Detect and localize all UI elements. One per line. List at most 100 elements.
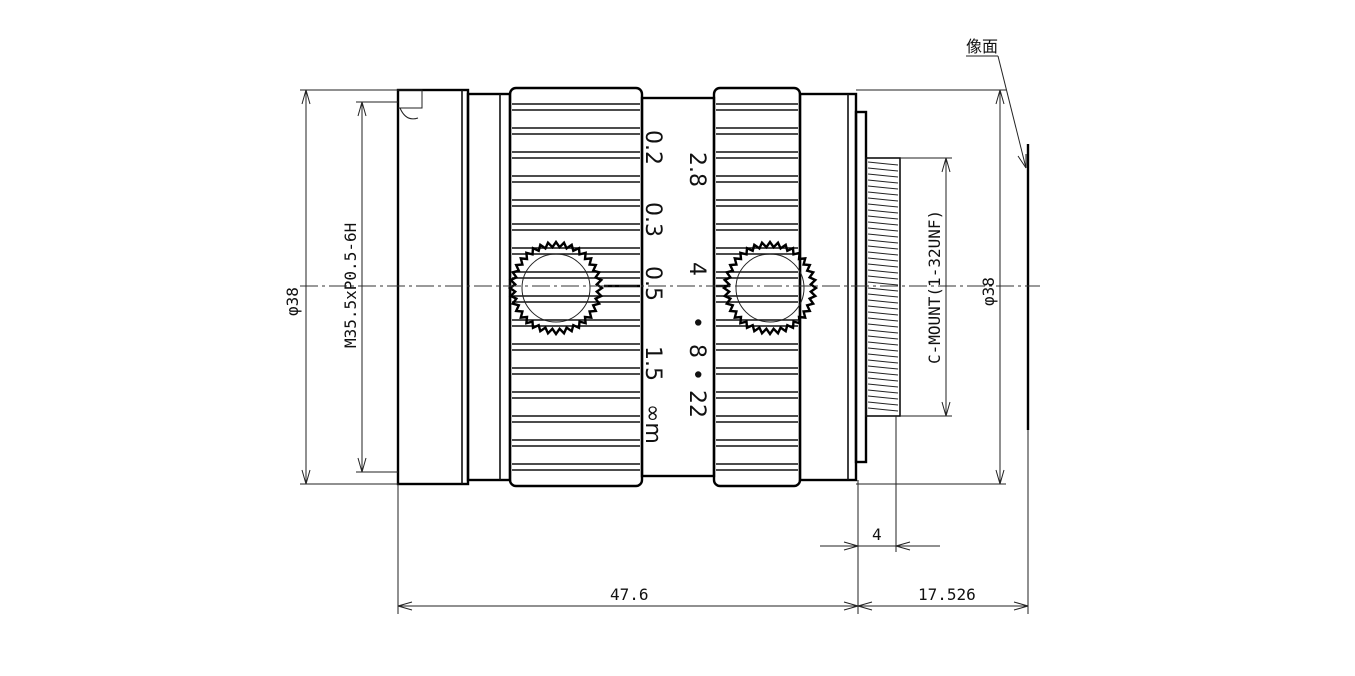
thread-line: [867, 401, 899, 406]
front-barrel: [396, 88, 470, 486]
thread-line: [867, 287, 899, 292]
filter-thread-label: M35.5xP0.5-6H: [341, 223, 360, 348]
focus-scale: 0.2 0.3 0.5 1.5 ∞m: [640, 130, 665, 444]
ring-groove: [716, 103, 798, 111]
ring-groove: [512, 175, 640, 183]
ring-groove: [512, 463, 640, 471]
aperture-scale-mark: 22: [684, 390, 709, 418]
focus-scale-mark: 0.5: [640, 266, 665, 301]
thread-line: [867, 233, 899, 238]
thread-line: [867, 203, 899, 208]
thread-line: [867, 227, 899, 232]
ring-groove: [512, 127, 640, 135]
thread-line: [867, 197, 899, 202]
thread-line: [867, 245, 899, 250]
thread-line: [867, 305, 899, 310]
thread-line: [867, 215, 899, 220]
ring-groove: [512, 415, 640, 423]
aperture-scale-mark: 4: [684, 262, 709, 276]
ring-groove: [512, 439, 640, 447]
ring-groove: [716, 295, 798, 303]
thread-line: [867, 377, 899, 382]
mount-thread-label: C-MOUNT(1-32UNF): [925, 210, 944, 364]
ring-groove: [716, 199, 798, 207]
thread-line: [867, 167, 899, 172]
ring-groove: [512, 151, 640, 159]
rear-diameter-label: φ38: [979, 277, 998, 306]
thread-line: [867, 221, 899, 226]
flange-depth-label: 4: [872, 525, 882, 544]
ring-groove: [512, 343, 640, 351]
thread-line: [867, 299, 899, 304]
thread-line: [867, 389, 899, 394]
aperture-scale-mark: 8: [684, 344, 709, 358]
thread-line: [867, 239, 899, 244]
ring-groove: [716, 223, 798, 231]
thread-line: [867, 263, 899, 268]
aperture-scale-mark: •: [684, 368, 709, 381]
focus-scale-mark: ∞m: [640, 404, 665, 444]
ring-groove: [512, 199, 640, 207]
thread-line: [867, 161, 899, 166]
thread-line: [867, 251, 899, 256]
c-mount-thread: [865, 157, 901, 417]
ring-groove: [512, 391, 640, 399]
front-neck: [466, 92, 512, 482]
ring-groove: [716, 463, 798, 471]
ring-groove: [512, 295, 640, 303]
ring-groove: [512, 103, 640, 111]
thread-line: [867, 293, 899, 298]
lens-body: [396, 86, 1030, 488]
thread-line: [867, 209, 899, 214]
thread-line: [867, 281, 899, 286]
ring-groove: [512, 367, 640, 375]
thread-line: [867, 341, 899, 346]
thread-line: [867, 275, 899, 280]
focus-lock-knob: [507, 239, 605, 337]
aperture-scale-mark: 2.8: [684, 152, 709, 187]
thread-line: [867, 407, 899, 412]
front-diameter-label: φ38: [283, 287, 302, 316]
thread-line: [867, 185, 899, 190]
thread-line: [867, 347, 899, 352]
ring-groove: [716, 151, 798, 159]
thread-line: [867, 383, 899, 388]
ring-groove: [716, 127, 798, 135]
aperture-lock-knob: [721, 239, 819, 337]
ring-groove: [716, 439, 798, 447]
thread-line: [867, 257, 899, 262]
thread-line: [867, 311, 899, 316]
ring-groove: [716, 175, 798, 183]
focus-scale-mark: 0.2: [640, 130, 665, 165]
thread-line: [867, 323, 899, 328]
thread-line: [867, 335, 899, 340]
ring-groove: [716, 319, 798, 327]
ring-groove: [716, 343, 798, 351]
aperture-scale-mark: •: [684, 316, 709, 329]
thread-line: [867, 269, 899, 274]
thread-line: [867, 191, 899, 196]
thread-line: [867, 353, 899, 358]
rear-step: [854, 110, 868, 464]
aperture-scale: 2.8 4 • 8 • 22: [684, 152, 709, 418]
thread-line: [867, 173, 899, 178]
focus-scale-mark: 1.5: [640, 346, 665, 381]
dimensions: φ38 M35.5xP0.5-6H C-MOUNT(1-32UNF) φ38 4…: [283, 37, 1029, 614]
ring-groove: [716, 415, 798, 423]
ring-groove: [512, 223, 640, 231]
thread-line: [867, 179, 899, 184]
ring-groove: [716, 367, 798, 375]
thread-line: [867, 359, 899, 364]
ring-groove: [716, 391, 798, 399]
thread-line: [867, 365, 899, 370]
body-length-label: 47.6: [610, 585, 649, 604]
thread-line: [867, 329, 899, 334]
focus-scale-mark: 0.3: [640, 202, 665, 237]
image-plane-label: 像面: [966, 37, 998, 56]
ring-groove: [512, 271, 640, 279]
thread-line: [867, 317, 899, 322]
back-focus-label: 17.526: [918, 585, 976, 604]
thread-line: [867, 395, 899, 400]
